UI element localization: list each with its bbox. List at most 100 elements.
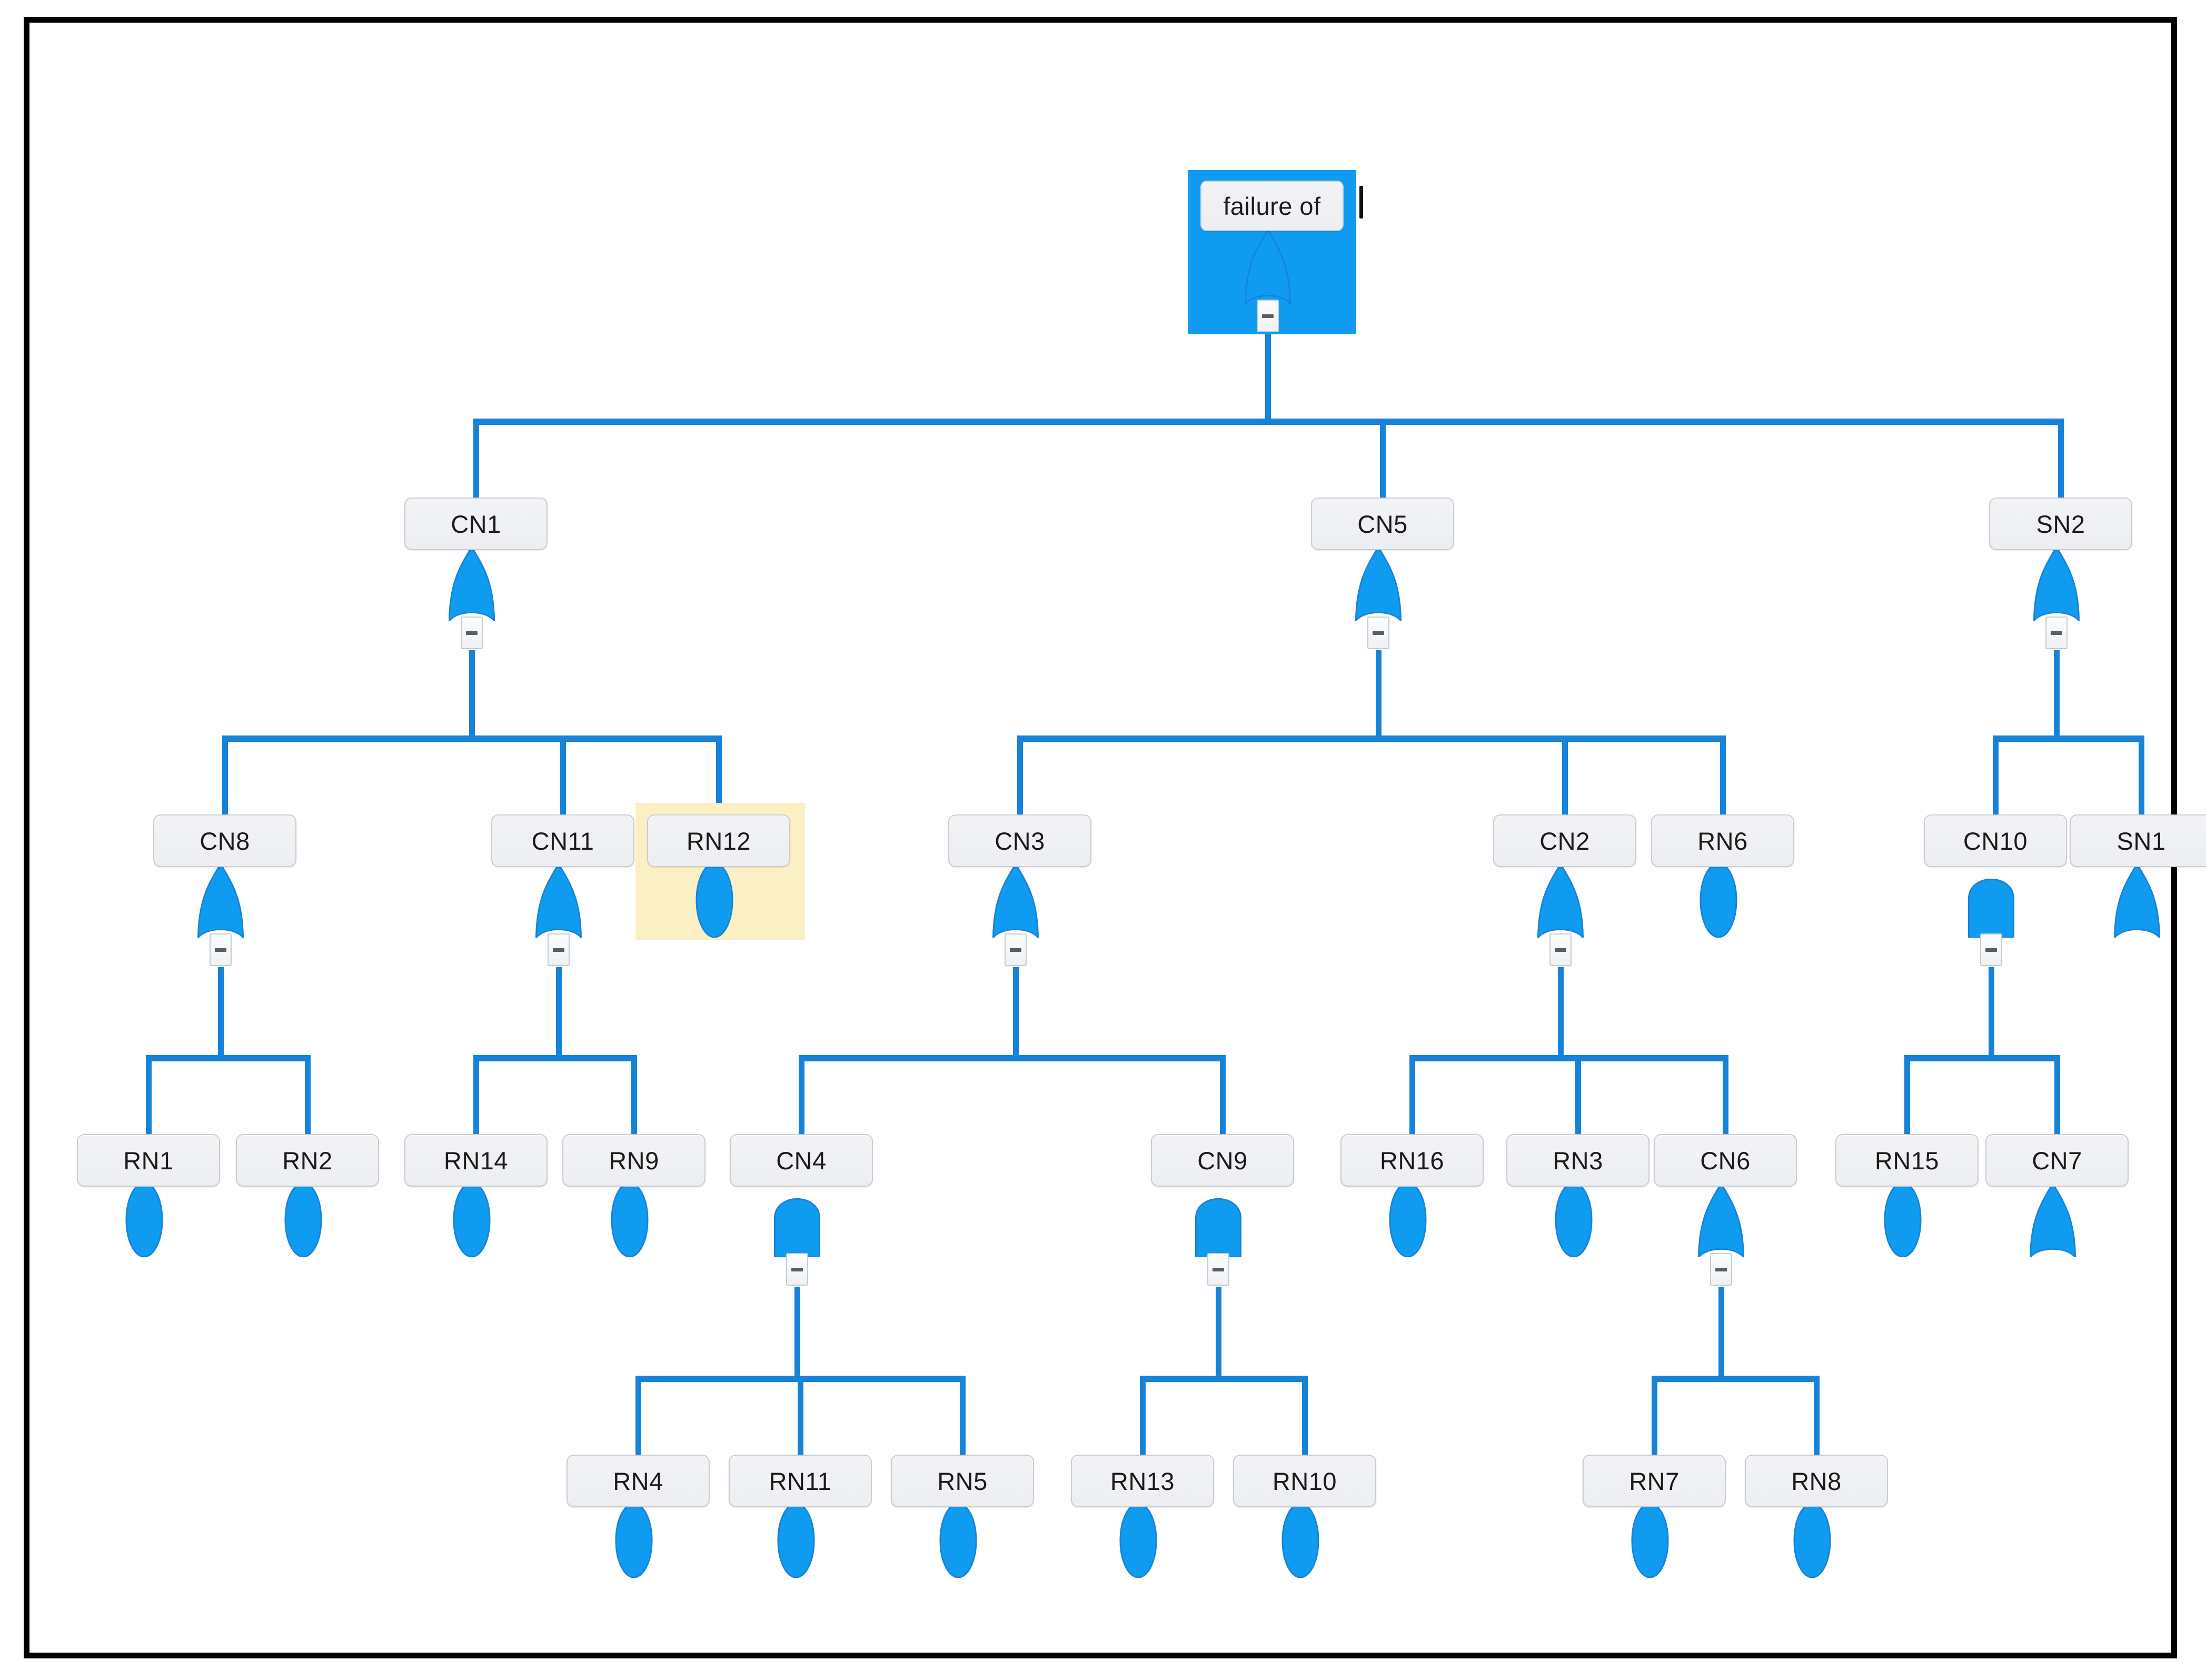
node-cn7[interactable]: CN7 <box>1985 1134 2129 1187</box>
or-gate-icon[interactable] <box>2031 546 2082 621</box>
node-rn10[interactable]: RN10 <box>1233 1455 1376 1507</box>
basic-event-icon[interactable] <box>1548 1182 1599 1257</box>
or-gate-icon[interactable] <box>1243 229 1293 304</box>
node-cn8[interactable]: CN8 <box>153 814 296 867</box>
collapse-button-cn1[interactable] <box>461 617 483 649</box>
node-rn5[interactable]: RN5 <box>891 1455 1034 1507</box>
node-rn3[interactable]: RN3 <box>1506 1134 1649 1187</box>
or-gate-icon[interactable] <box>990 863 1041 938</box>
and-gate-icon[interactable] <box>1193 1182 1244 1257</box>
collapse-button-cn5[interactable] <box>1367 617 1389 649</box>
or-gate-icon[interactable] <box>2028 1182 2078 1257</box>
basic-event-icon[interactable] <box>689 863 740 938</box>
collapse-button-cn6[interactable] <box>1710 1253 1732 1286</box>
basic-event-icon[interactable] <box>1625 1503 1675 1578</box>
edge-drop <box>2139 735 2144 817</box>
node-cn4[interactable]: CN4 <box>730 1134 873 1187</box>
node-rn9[interactable]: RN9 <box>562 1134 705 1187</box>
minus-icon <box>1715 1267 1727 1271</box>
collapse-button-cn4[interactable] <box>786 1253 808 1286</box>
node-label-rn11: RN11 <box>769 1467 832 1495</box>
node-cn10[interactable]: CN10 <box>1924 814 2067 867</box>
basic-event-icon[interactable] <box>604 1182 655 1257</box>
node-rn4[interactable]: RN4 <box>567 1455 710 1507</box>
node-rn11[interactable]: RN11 <box>729 1455 872 1507</box>
edge-drop <box>631 1055 637 1136</box>
and-gate-icon[interactable] <box>1966 863 2016 938</box>
node-rn7[interactable]: RN7 <box>1583 1455 1726 1507</box>
or-gate-icon[interactable] <box>1535 863 1586 938</box>
node-cn5[interactable]: CN5 <box>1311 498 1454 550</box>
node-rn12[interactable]: RN12 <box>647 814 790 867</box>
minus-icon <box>1010 948 1021 952</box>
or-gate-icon[interactable] <box>1353 546 1404 621</box>
edge-drop <box>799 1055 804 1136</box>
node-cn3[interactable]: CN3 <box>948 814 1091 867</box>
edge-bus <box>1140 1376 1308 1382</box>
node-label-cn9: CN9 <box>1197 1146 1248 1175</box>
basic-event-icon[interactable] <box>446 1182 497 1257</box>
node-rn6[interactable]: RN6 <box>1651 814 1794 867</box>
node-rn13[interactable]: RN13 <box>1071 1455 1214 1507</box>
edge-drop <box>2054 1055 2060 1136</box>
and-gate-icon[interactable] <box>772 1182 822 1257</box>
node-rn8[interactable]: RN8 <box>1745 1455 1888 1507</box>
node-sn2[interactable]: SN2 <box>1989 498 2132 550</box>
edge-drop <box>222 735 228 817</box>
or-gate-icon[interactable] <box>1696 1182 1746 1257</box>
edge-stem <box>1718 1287 1724 1382</box>
node-rn15[interactable]: RN15 <box>1835 1134 1979 1187</box>
node-label-rn12: RN12 <box>686 827 751 855</box>
basic-event-icon[interactable] <box>1877 1182 1928 1257</box>
edge-drop <box>560 735 566 817</box>
node-rn14[interactable]: RN14 <box>404 1134 548 1187</box>
basic-event-icon[interactable] <box>771 1503 821 1578</box>
edge-bus <box>799 1055 1226 1061</box>
collapse-button-cn8[interactable] <box>210 933 232 966</box>
basic-event-icon[interactable] <box>1275 1503 1326 1578</box>
edge-bus <box>473 1055 637 1061</box>
collapse-button-cn10[interactable] <box>1980 933 2002 966</box>
node-rn2[interactable]: RN2 <box>236 1134 379 1187</box>
node-cn1[interactable]: CN1 <box>404 498 548 550</box>
node-cn2[interactable]: CN2 <box>1493 814 1636 867</box>
or-gate-icon[interactable] <box>533 863 584 938</box>
minus-icon <box>1373 631 1384 635</box>
edge-bus <box>1652 1376 1820 1382</box>
edge-drop <box>1562 735 1568 817</box>
collapse-button-cn9[interactable] <box>1207 1253 1229 1286</box>
or-gate-icon[interactable] <box>446 546 497 621</box>
collapse-button-cn11[interactable] <box>548 933 570 966</box>
node-rn16[interactable]: RN16 <box>1340 1134 1484 1187</box>
edge-drop <box>1409 1055 1415 1136</box>
node-rn1[interactable]: RN1 <box>77 1134 220 1187</box>
basic-event-icon[interactable] <box>278 1182 329 1257</box>
edge-drop <box>1380 419 1386 500</box>
basic-event-icon[interactable] <box>119 1182 170 1257</box>
node-label-cn7: CN7 <box>2032 1146 2082 1175</box>
or-gate-icon[interactable] <box>195 863 246 938</box>
collapse-button-root[interactable] <box>1257 300 1279 332</box>
edge-drop <box>716 735 722 817</box>
edge-drop <box>305 1055 311 1136</box>
node-cn11[interactable]: CN11 <box>491 814 634 867</box>
node-root[interactable]: failure of <box>1200 181 1344 231</box>
node-label-rn2: RN2 <box>282 1146 333 1175</box>
basic-event-icon[interactable] <box>609 1503 659 1578</box>
collapse-button-sn2[interactable] <box>2045 617 2068 649</box>
collapse-button-cn3[interactable] <box>1005 933 1027 966</box>
edge-drop <box>2058 419 2064 500</box>
node-cn6[interactable]: CN6 <box>1654 1134 1797 1187</box>
node-cn9[interactable]: CN9 <box>1151 1134 1294 1187</box>
basic-event-icon[interactable] <box>1693 863 1744 938</box>
or-gate-icon[interactable] <box>2112 863 2162 938</box>
edge-drop <box>1904 1055 1910 1136</box>
basic-event-icon[interactable] <box>1383 1182 1433 1257</box>
collapse-button-cn2[interactable] <box>1549 933 1572 966</box>
basic-event-icon[interactable] <box>1113 1503 1164 1578</box>
node-sn1[interactable]: SN1 <box>2070 814 2206 867</box>
basic-event-icon[interactable] <box>1787 1503 1837 1578</box>
basic-event-icon[interactable] <box>933 1503 983 1578</box>
edge-bus <box>222 735 722 742</box>
